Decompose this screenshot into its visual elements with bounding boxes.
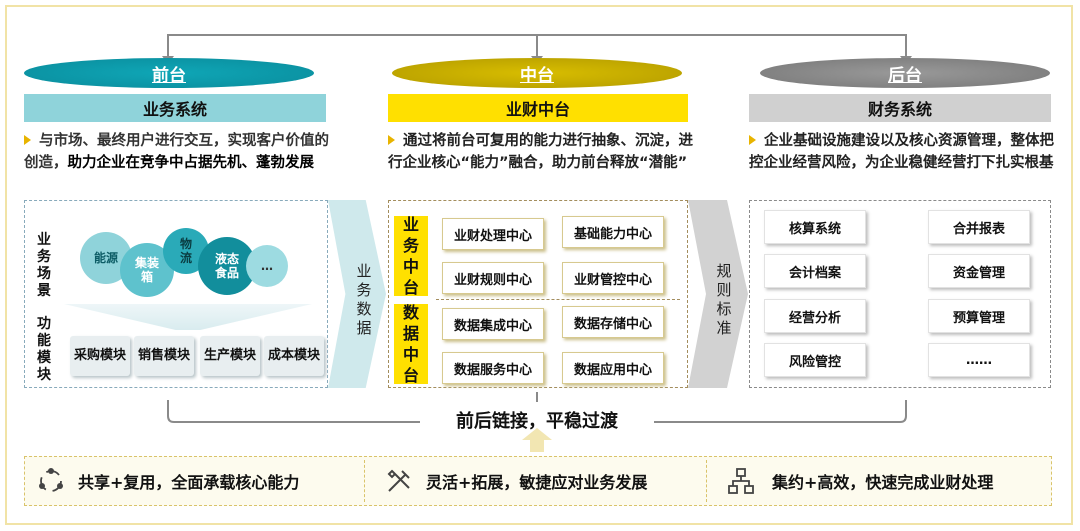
bubble-more: … (246, 245, 288, 287)
data-middle-label: 数据中台 (394, 303, 428, 385)
front-desc-bold: 助力企业在竞争中占据先机、蓬勃发展 (67, 155, 315, 171)
bottom-bracket (167, 392, 907, 452)
hierarchy-icon (728, 468, 754, 494)
middle-divider (436, 299, 680, 300)
middle-panel (388, 200, 688, 388)
feature-divider-1 (364, 460, 365, 502)
tools-icon (387, 469, 410, 492)
front-title: 前台 (24, 58, 314, 88)
back-desc-bold: 为企业稳健经营打下扎实根基 (865, 155, 1054, 171)
center-data-integration: 数据集成中心 (442, 308, 544, 340)
feature-efficient: 集约+高效，快速完成业财处理 (726, 466, 993, 496)
business-middle-label: 业务中台 (394, 215, 428, 297)
feature-bar (24, 456, 1052, 506)
module-label: 功能模块 (37, 316, 51, 383)
back-item-budget: 预算管理 (928, 299, 1030, 333)
front-description: 与市场、最终用户进行交互，实现客户价值的创造，助力企业在竞争中占据先机、蓬勃发展 (24, 130, 334, 174)
center-business-processing: 业财处理中心 (442, 218, 544, 250)
bullet-triangle-icon (749, 135, 756, 145)
front-desc-plain: 与市场、最终用户进行交互，实现客户价值的创造， (24, 133, 329, 171)
back-system-bar: 财务系统 (749, 94, 1051, 122)
rule-standard-label: 规则标准 (716, 262, 732, 337)
center-basic-capability: 基础能力中心 (562, 216, 664, 248)
back-desc-plain: 企业基础设施建设以及核心资源管理，整体把控企业经营风险， (749, 133, 1054, 171)
back-panel (749, 200, 1051, 388)
center-business-control: 业财管控中心 (562, 262, 664, 294)
feature-efficient-text: 集约+高效，快速完成业财处理 (772, 473, 994, 492)
module-sales: 销售模块 (134, 336, 194, 376)
center-data-application: 数据应用中心 (562, 352, 664, 384)
middle-desc-plain: 通过将前台可复用的能力进行抽象、沉淀，进行企业核心“能力”融合，助力前台释放“潜… (388, 133, 693, 171)
scenario-label: 业务场景 (37, 232, 51, 299)
bullet-triangle-icon (24, 135, 31, 145)
bubble-liquid-food: 液态食品 (198, 237, 256, 295)
back-item-more: …… (928, 343, 1030, 377)
outer-frame (5, 5, 1073, 525)
middle-description: 通过将前台可复用的能力进行抽象、沉淀，进行企业核心“能力”融合，助力前台释放“潜… (388, 130, 693, 174)
back-description: 企业基础设施建设以及核心资源管理，整体把控企业经营风险，为企业稳健经营打下扎实根… (749, 130, 1054, 174)
back-item-funds: 资金管理 (928, 254, 1030, 288)
center-data-storage: 数据存储中心 (562, 306, 664, 338)
back-item-risk: 风险管控 (764, 343, 866, 377)
share-cycle-icon (39, 468, 63, 492)
center-business-rules: 业财规则中心 (442, 262, 544, 294)
front-panel (24, 200, 328, 388)
feature-flexible-text: 灵活+拓展，敏捷应对业务发展 (426, 473, 648, 492)
back-item-accounting: 核算系统 (764, 210, 866, 244)
center-data-service: 数据服务中心 (442, 352, 544, 384)
front-system-bar: 业务系统 (24, 94, 326, 122)
middle-system-bar: 业财中台 (388, 94, 688, 122)
back-item-analysis: 经营分析 (764, 299, 866, 333)
back-item-consolidated: 合并报表 (928, 210, 1030, 244)
module-purchase: 采购模块 (70, 336, 130, 376)
module-production: 生产模块 (200, 336, 260, 376)
bullet-triangle-icon (388, 135, 395, 145)
middle-title: 中台 (392, 58, 682, 88)
link-transition-text: 前后链接，平稳过渡 (456, 411, 618, 432)
back-item-archives: 会计档案 (764, 254, 866, 288)
back-title: 后台 (760, 58, 1050, 88)
feature-flexible: 灵活+拓展，敏捷应对业务发展 (384, 466, 647, 496)
business-data-label: 业务数据 (356, 262, 372, 337)
feature-divider-2 (706, 460, 707, 502)
feature-share-text: 共享+复用，全面承载核心能力 (78, 473, 300, 492)
module-cost: 成本模块 (264, 336, 324, 376)
feature-share: 共享+复用，全面承载核心能力 (36, 466, 299, 496)
